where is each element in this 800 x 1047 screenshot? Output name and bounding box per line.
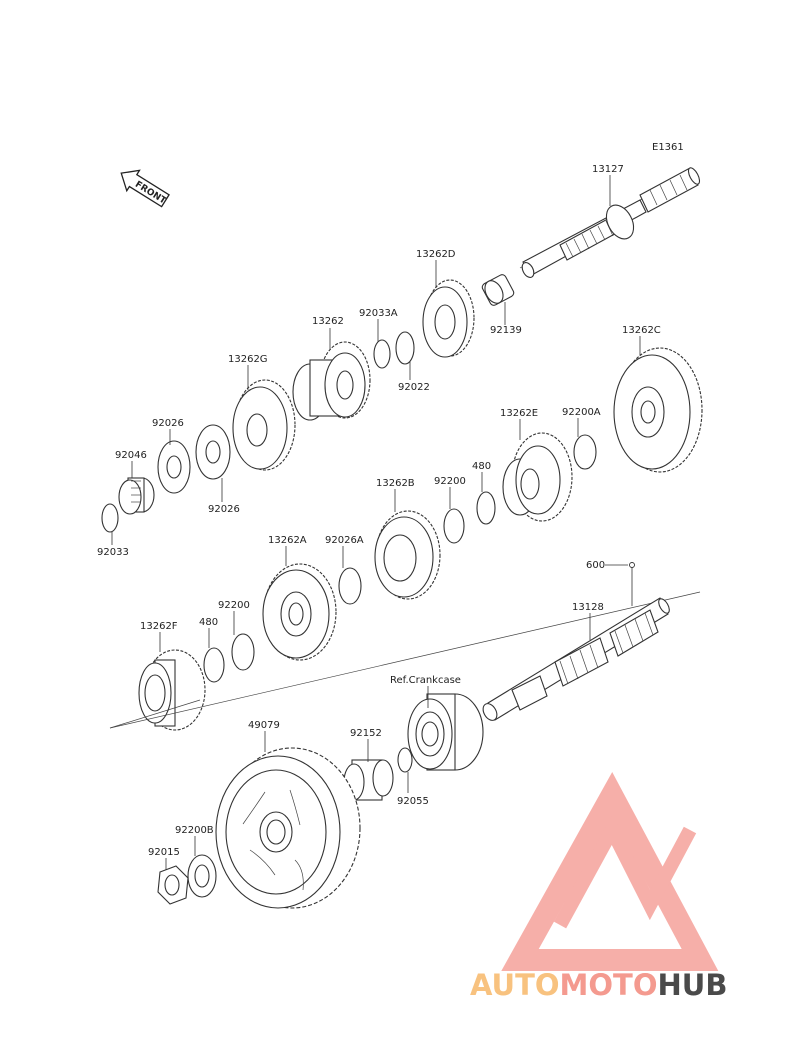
label-13262: 13262 — [312, 316, 344, 327]
label-13127: 13127 — [592, 164, 624, 175]
watermark-logo-icon — [501, 772, 719, 971]
label-13262C: 13262C — [622, 325, 661, 336]
gear-13262 — [292, 341, 371, 421]
oring-92055 — [397, 747, 413, 773]
label-92033: 92033 — [97, 547, 129, 558]
washer-92026A — [338, 567, 362, 605]
label-13262B: 13262B — [376, 478, 415, 489]
label-13128: 13128 — [572, 602, 604, 613]
washer-92200A — [573, 434, 597, 470]
label-92200A: 92200A — [562, 407, 601, 418]
washer-92200-upper — [443, 508, 465, 544]
label-92033A: 92033A — [359, 308, 398, 319]
label-92139: 92139 — [490, 325, 522, 336]
label-13262E: 13262E — [500, 408, 538, 419]
label-92200-upper: 92200 — [434, 476, 466, 487]
gear-13262D — [422, 279, 475, 358]
gear-13262B — [374, 510, 441, 600]
washer-92200B — [187, 854, 217, 898]
label-92046: 92046 — [115, 450, 147, 461]
washer-92026-upper — [157, 440, 191, 494]
gear-49079 — [215, 747, 361, 909]
circlip-480-lower — [203, 647, 225, 683]
figure-code: E1361 — [652, 142, 684, 153]
label-92152: 92152 — [350, 728, 382, 739]
front-arrow-icon: FRONT — [120, 169, 170, 208]
label-92022: 92022 — [398, 382, 430, 393]
gear-13262F — [138, 649, 206, 731]
circlip-92033 — [101, 503, 119, 533]
label-480-lower: 480 — [199, 617, 218, 628]
label-92015: 92015 — [148, 847, 180, 858]
watermark-hub: HUB — [658, 968, 728, 1002]
label-600: 600 — [586, 560, 605, 571]
collar-92152 — [343, 759, 394, 801]
oil-point-icon — [629, 562, 635, 568]
label-92200-lower: 92200 — [218, 600, 250, 611]
gear-13262C — [613, 347, 703, 473]
label-ref-crankcase: Ref.Crankcase — [390, 675, 461, 686]
nut-92015 — [157, 865, 189, 905]
gear-13262G — [232, 379, 296, 471]
bearing-92046 — [118, 477, 155, 515]
shaft-13128 — [109, 591, 701, 729]
label-13262A: 13262A — [268, 535, 307, 546]
label-13262F: 13262F — [140, 621, 178, 632]
label-13262D: 13262D — [416, 249, 456, 260]
ring-92022 — [395, 331, 415, 365]
label-92026-top: 92026 — [152, 418, 184, 429]
label-92055: 92055 — [397, 796, 429, 807]
washer-92026-lower — [195, 424, 231, 480]
ring-92033A — [373, 339, 391, 369]
gear-13262A — [262, 563, 337, 661]
label-92200B: 92200B — [175, 825, 214, 836]
label-92026A: 92026A — [325, 535, 364, 546]
watermark-moto: MOTO — [560, 968, 658, 1002]
label-92026-bottom: 92026 — [208, 504, 240, 515]
part-92139 — [481, 274, 515, 306]
crankcase-bearing — [407, 693, 484, 771]
label-480-upper: 480 — [472, 461, 491, 472]
shaft-13127 — [519, 167, 701, 278]
label-49079: 49079 — [248, 720, 280, 731]
watermark-auto: AUTO — [470, 968, 560, 1002]
watermark-text: AUTOMOTOHUB — [470, 968, 727, 1002]
circlip-480-upper — [476, 491, 496, 525]
label-13262G: 13262G — [228, 354, 268, 365]
washer-92200-lower — [231, 633, 255, 671]
gear-13262E — [502, 432, 573, 522]
